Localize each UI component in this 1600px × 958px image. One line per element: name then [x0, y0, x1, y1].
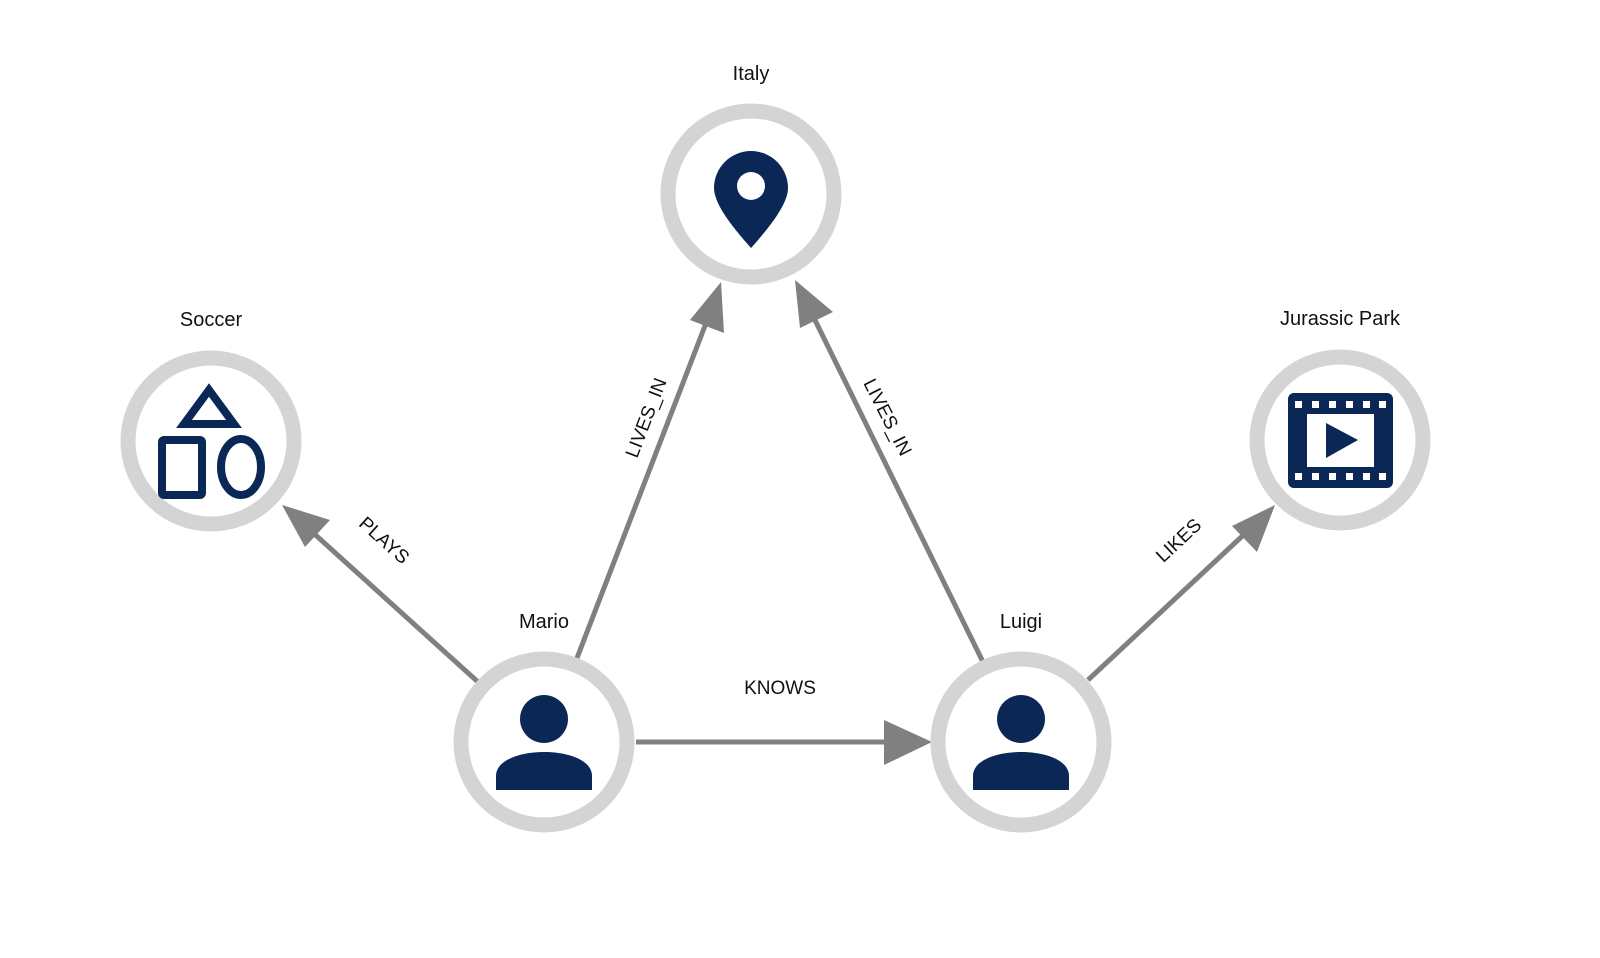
shapes-icon: [158, 383, 265, 499]
node-label-italy: Italy: [733, 63, 770, 85]
node-label-luigi: Luigi: [1000, 611, 1042, 633]
person-icon: [496, 695, 592, 790]
node-soccer[interactable]: Soccer: [120, 309, 302, 532]
film-icon: [1288, 393, 1393, 488]
node-label-soccer: Soccer: [180, 309, 243, 331]
map-pin-icon: [714, 151, 788, 248]
edge-mario-lives-in-italy[interactable]: [574, 282, 724, 659]
edge-label-plays: PLAYS: [354, 513, 413, 569]
edge-mario-plays-soccer[interactable]: [282, 505, 480, 684]
person-icon: [973, 695, 1069, 790]
node-label-mario: Mario: [519, 611, 569, 633]
edge-mario-knows-luigi[interactable]: [636, 720, 932, 765]
edge-luigi-likes-jurassic[interactable]: [1086, 505, 1275, 682]
edge-label-lives-in-mario: LIVES_IN: [622, 375, 672, 460]
node-jurassic-park[interactable]: Jurassic Park: [1249, 308, 1431, 531]
node-mario[interactable]: Mario: [453, 611, 635, 833]
node-italy[interactable]: Italy: [660, 63, 842, 285]
edge-label-knows: KNOWS: [744, 678, 816, 699]
edge-label-lives-in-luigi: LIVES_IN: [859, 376, 916, 460]
edge-luigi-lives-in-italy[interactable]: [795, 280, 986, 664]
node-luigi[interactable]: Luigi: [930, 611, 1112, 833]
edge-label-likes: LIKES: [1152, 515, 1206, 567]
node-label-jurassic-park: Jurassic Park: [1280, 308, 1401, 330]
